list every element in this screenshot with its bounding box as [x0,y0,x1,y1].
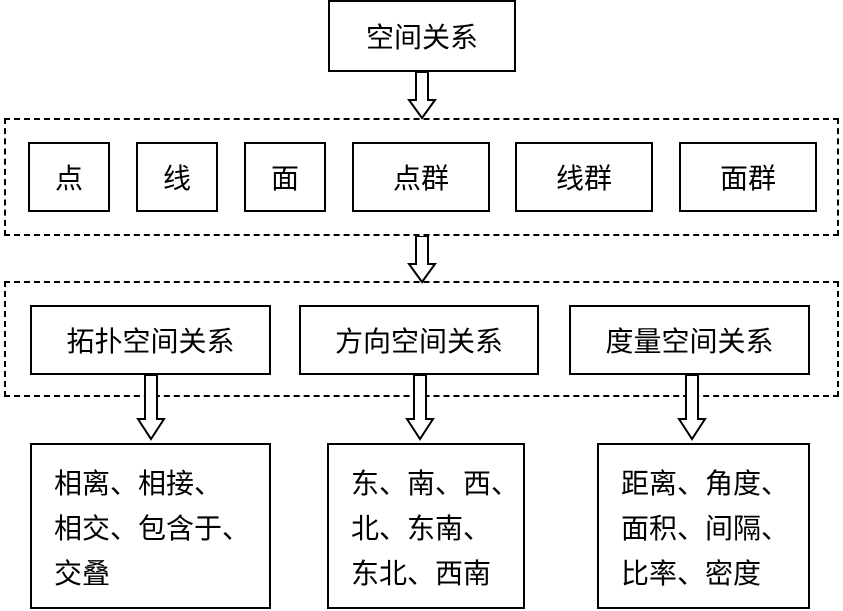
topological-examples: 相离、相接、 相交、包含于、 交叠 [30,443,271,609]
object-line: 线 [136,142,218,212]
arrow-down-icon [407,72,437,120]
root-box: 空间关系 [328,0,516,72]
list-item: 相离、相接、 [54,467,223,500]
arrow-down-icon [677,375,707,441]
object-area: 面 [244,142,326,212]
object-types-group [4,118,839,236]
root-label: 空间关系 [365,21,478,54]
list-item: 比率、密度 [621,557,762,590]
list-item: 北、东南、 [351,512,492,545]
list-item: 面积、间隔、 [621,512,790,545]
arrow-down-icon [405,375,435,441]
relation-metric: 度量空间关系 [569,305,810,375]
list-item: 东北、西南 [351,557,492,590]
list-item: 相交、包含于、 [54,512,251,545]
list-item: 距离、角度、 [621,467,790,500]
arrow-down-icon [136,375,166,441]
object-line-group: 线群 [515,142,653,212]
list-item: 交叠 [54,557,111,590]
list-item: 东、南、西、 [351,467,520,500]
relation-directional: 方向空间关系 [299,305,539,375]
object-point: 点 [28,142,110,212]
object-area-group: 面群 [679,142,817,212]
relation-topological: 拓扑空间关系 [30,305,271,375]
arrow-down-icon [407,236,437,284]
metric-examples: 距离、角度、 面积、间隔、 比率、密度 [597,443,810,609]
directional-examples: 东、南、西、 北、东南、 东北、西南 [327,443,525,609]
object-point-group: 点群 [352,142,490,212]
